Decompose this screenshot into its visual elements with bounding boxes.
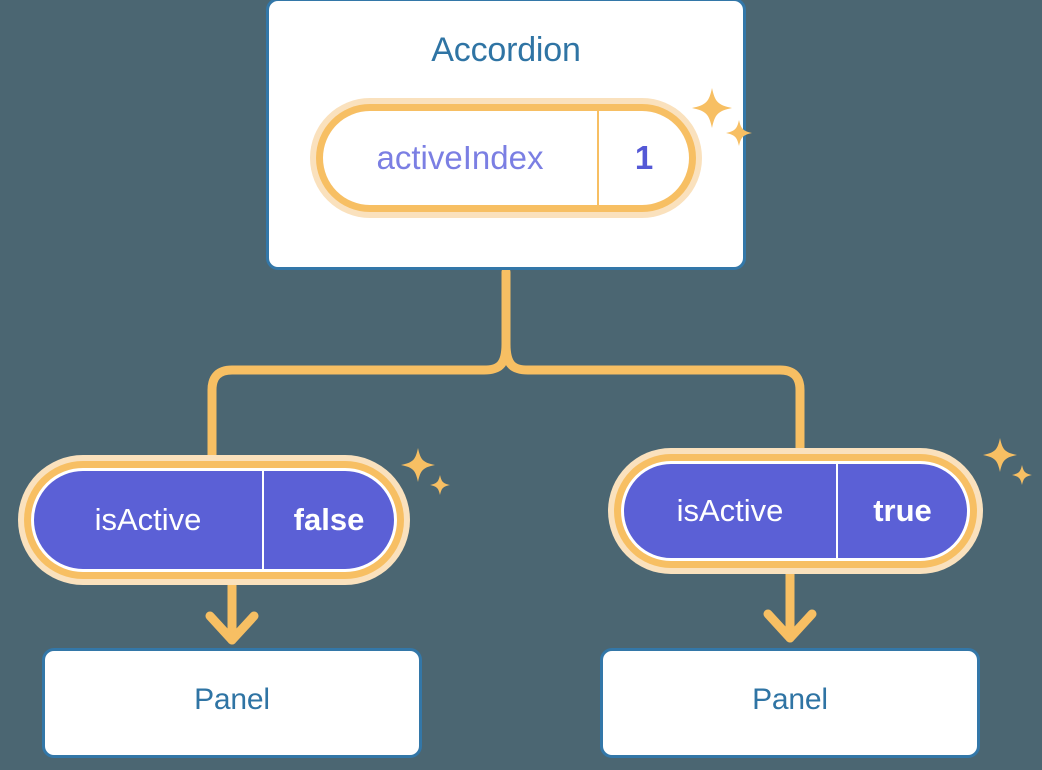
badge-ring: isActive true (614, 454, 977, 568)
sparkle-four-point-icon (401, 448, 435, 482)
badge-body: isActive false (31, 468, 397, 572)
state-badge-active-index[interactable]: activeIndex 1 (310, 98, 702, 218)
badge-key-label: activeIndex (323, 111, 599, 205)
badge-ring: isActive false (24, 461, 404, 579)
badge-value-label: 1 (634, 139, 654, 176)
panel-title: Panel (752, 683, 828, 716)
badge-key-label: isActive (34, 471, 264, 569)
prop-badge-is-active-false[interactable]: isActive false (18, 455, 410, 585)
badge-key-label: isActive (624, 464, 838, 558)
badge-ring: activeIndex 1 (316, 104, 696, 212)
sparkle-four-point-small-icon (430, 475, 450, 495)
badge-body: activeIndex 1 (323, 111, 689, 205)
panel-card-left[interactable]: Panel (42, 648, 422, 758)
panel-title: Panel (194, 683, 270, 716)
badge-value-label: true (873, 493, 932, 528)
sparkle-four-point-icon (983, 438, 1017, 472)
arrow-down-icon-right (763, 609, 817, 643)
arrow-down-icon-left (205, 611, 259, 645)
sparkle-four-point-small-icon (1012, 465, 1032, 485)
panel-card-right[interactable]: Panel (600, 648, 980, 758)
badge-body: isActive true (621, 461, 970, 561)
branch-connector-icon-left (207, 339, 511, 467)
prop-badge-is-active-true[interactable]: isActive true (608, 448, 983, 574)
page-title: Accordion (431, 31, 581, 69)
branch-connector-icon-right (501, 339, 805, 460)
badge-value-label: false (293, 502, 365, 537)
sparkle-group-true-badge (983, 438, 1032, 485)
